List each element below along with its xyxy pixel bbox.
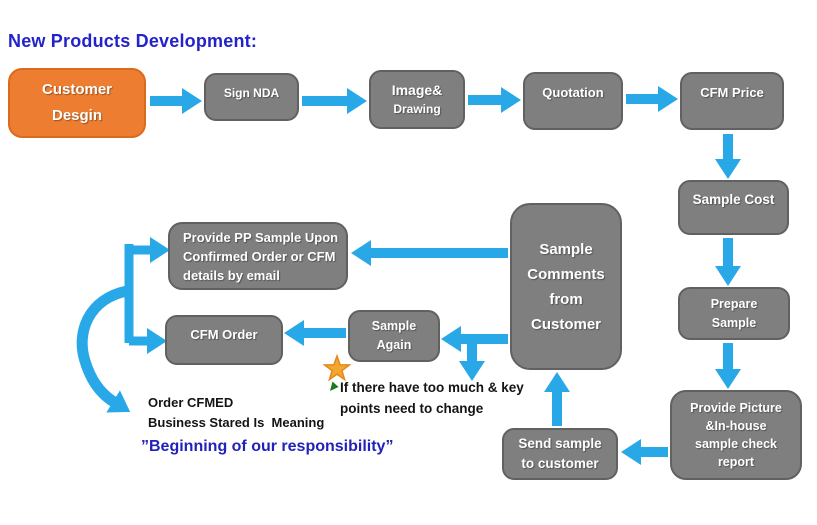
green-arrow-icon (330, 381, 339, 391)
node-line: CFM Price (700, 85, 764, 100)
node-line: Sign NDA (223, 86, 280, 100)
page-title: New Products Development: (8, 31, 258, 51)
node-cfm-order: CFM Order (165, 315, 283, 365)
node-image-drawing: Image& Drawing (369, 70, 465, 129)
node-line: &In-house (705, 419, 767, 433)
node-line: sample check (695, 437, 777, 451)
node-line: Send sample (518, 436, 602, 451)
node-cfm-price: CFM Price (680, 72, 784, 130)
change-note: If there have too much & key points need… (340, 380, 524, 416)
node-line: Customer (530, 315, 601, 333)
node-line: Sample (711, 315, 757, 330)
node-sample-comments: Sample Comments from Customer (510, 203, 622, 370)
node-line: Image& (391, 81, 443, 98)
node-line: to customer (521, 456, 599, 471)
node-line: Drawing (393, 101, 441, 116)
node-line: Provide PP Sample Upon (183, 229, 339, 245)
node-line: Quotation (542, 85, 604, 100)
node-provide-picture-report: Provide Picture &In-house sample check r… (670, 390, 802, 480)
node-line: Customer (41, 81, 112, 98)
node-line: details by email (183, 267, 280, 283)
curved-arrow-to-order-note (76, 285, 131, 413)
node-quotation: Quotation (523, 72, 623, 130)
star-icon (322, 353, 352, 382)
node-line: Sample Cost (692, 192, 775, 207)
node-line: Again (376, 338, 412, 352)
node-line: Sample (371, 319, 417, 333)
node-line: Comments (527, 265, 605, 283)
node-line: CFM Order (190, 327, 258, 342)
node-line: from (549, 290, 583, 308)
responsibility-note: ”Beginning of our responsibility” (141, 438, 394, 455)
node-provide-pp-sample: Provide PP Sample Upon Confirmed Order o… (168, 222, 348, 290)
order-cfmed-note: Order CFMED Business Stared Is Meaning (148, 395, 325, 430)
node-send-sample: Send sample to customer (502, 428, 618, 480)
node-line: Sample (539, 240, 593, 258)
node-line: report (717, 455, 755, 469)
node-prepare-sample: Prepare Sample (678, 287, 790, 340)
node-line: Desgin (51, 107, 102, 124)
node-sample-again: Sample Again (348, 310, 440, 362)
node-sample-cost: Sample Cost (678, 180, 789, 235)
node-line: Confirmed Order or CFM (183, 248, 336, 264)
node-line: Prepare (710, 296, 758, 311)
node-sign-nda: Sign NDA (204, 73, 299, 121)
node-customer-design: Customer Desgin (8, 68, 146, 138)
node-line: Provide Picture (690, 401, 782, 415)
